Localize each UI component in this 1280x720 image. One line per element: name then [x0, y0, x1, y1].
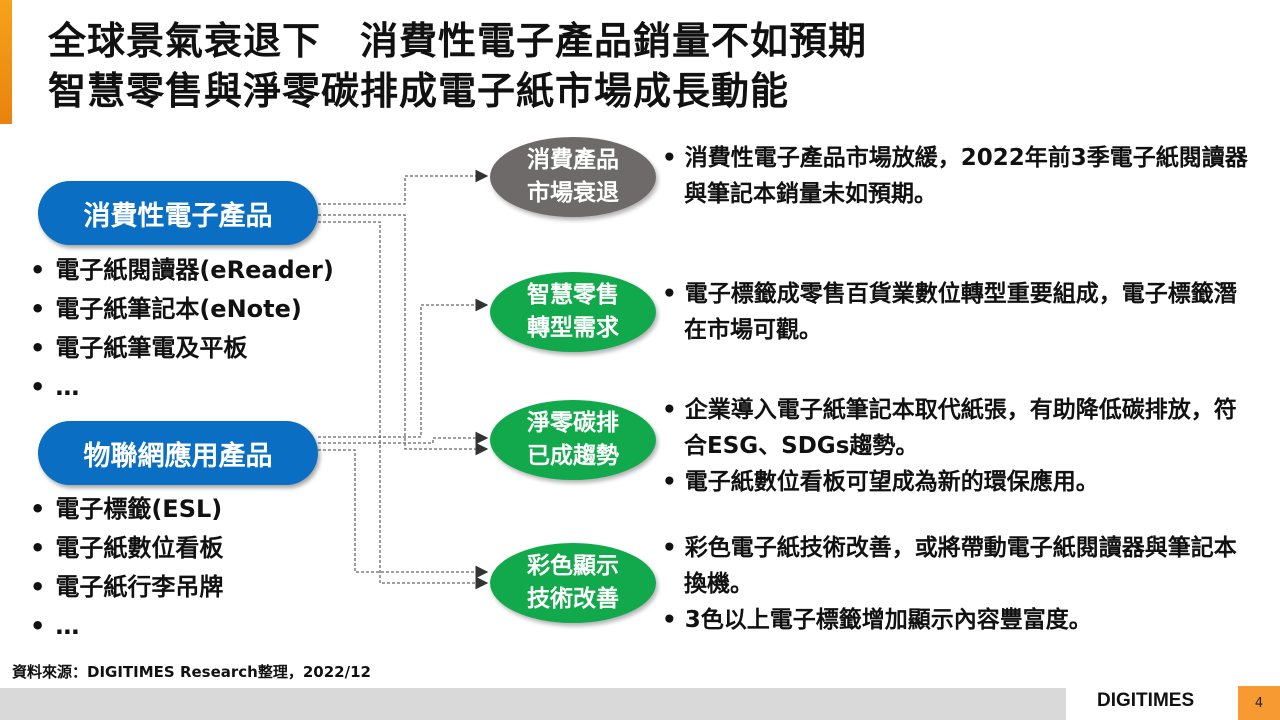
bullet: 企業導入電子紙筆記本取代紙張，有助降低碳排放，符合ESG、SDGs趨勢。	[662, 392, 1252, 464]
list-item: 電子紙行李吊牌	[30, 568, 223, 607]
source-note: 資料來源：DIGITIMES Research整理，2022/12	[12, 663, 371, 681]
driver-description: 企業導入電子紙筆記本取代紙張，有助降低碳排放，符合ESG、SDGs趨勢。 電子紙…	[662, 392, 1252, 500]
list-item: 電子紙數位看板	[30, 529, 223, 568]
driver-smart-retail: 智慧零售 轉型需求	[490, 272, 656, 352]
list-item: …	[30, 368, 334, 407]
connector	[318, 431, 489, 445]
connector	[318, 214, 489, 456]
bullet: 電子標籤成零售百貨業數位轉型重要組成，電子標籤潛在市場可觀。	[662, 276, 1252, 348]
driver-net-zero: 淨零碳排 已成趨勢	[490, 400, 656, 480]
list-item: …	[30, 607, 223, 646]
iot-products-list: 電子標籤(ESL) 電子紙數位看板 電子紙行李吊牌 …	[30, 490, 223, 646]
bullet: 消費性電子產品市場放緩，2022年前3季電子紙閱讀器與筆記本銷量未如預期。	[662, 140, 1252, 212]
list-item: 電子標籤(ESL)	[30, 490, 223, 529]
accent-bar	[0, 0, 12, 124]
bullet: 3色以上電子標籤增加顯示內容豐富度。	[662, 602, 1252, 638]
driver-color-display: 彩色顯示 技術改善	[490, 543, 656, 623]
bullet: 電子紙數位看板可望成為新的環保應用。	[662, 464, 1252, 500]
consumer-products-list: 電子紙閱讀器(eReader) 電子紙筆記本(eNote) 電子紙筆電及平板 …	[30, 251, 334, 407]
category-iot-products: 物聯網應用產品	[38, 421, 318, 485]
slide-title: 全球景氣衰退下 消費性電子產品銷量不如預期智慧零售與淨零碳排成電子紙市場成長動能	[48, 19, 868, 113]
driver-description: 電子標籤成零售百貨業數位轉型重要組成，電子標籤潛在市場可觀。	[662, 276, 1252, 348]
digitimes-logo: DIGITIMES	[1097, 690, 1195, 711]
bullet: 彩色電子紙技術改善，或將帶動電子紙閱讀器與筆記本換機。	[662, 530, 1252, 602]
page-number: 4	[1238, 686, 1280, 720]
driver-description: 彩色電子紙技術改善，或將帶動電子紙閱讀器與筆記本換機。 3色以上電子標籤增加顯示…	[662, 530, 1252, 638]
connector	[318, 298, 489, 438]
connector	[318, 221, 489, 590]
list-item: 電子紙筆電及平板	[30, 329, 334, 368]
list-item: 電子紙筆記本(eNote)	[30, 290, 334, 329]
connector	[318, 169, 489, 205]
driver-description: 消費性電子產品市場放緩，2022年前3季電子紙閱讀器與筆記本銷量未如預期。	[662, 140, 1252, 212]
category-consumer-electronics: 消費性電子產品	[38, 181, 318, 245]
driver-consumer-decline: 消費產品 市場衰退	[490, 137, 656, 217]
connector	[318, 449, 489, 579]
list-item: 電子紙閱讀器(eReader)	[30, 251, 333, 290]
footer-bar	[0, 688, 1066, 720]
